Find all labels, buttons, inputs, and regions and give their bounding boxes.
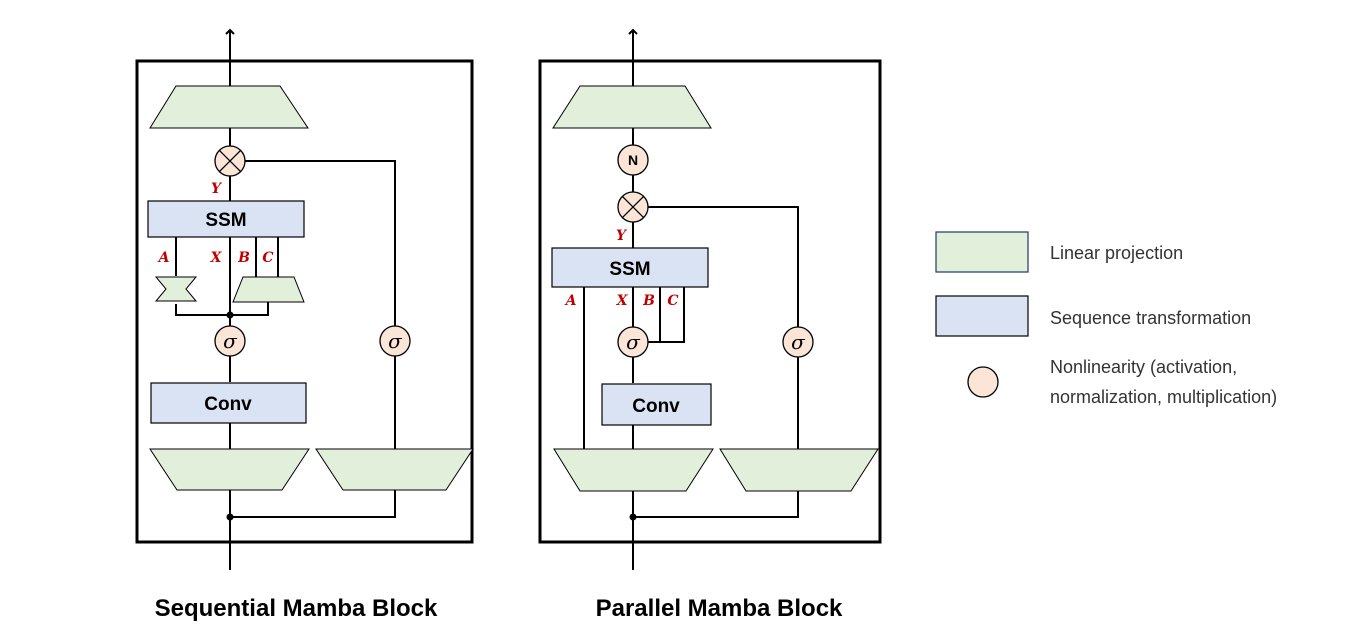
seq-gate-branch-line xyxy=(230,489,396,518)
legend-linear-label: Linear projection xyxy=(1050,243,1183,263)
seq-bc-branch-line xyxy=(230,302,269,316)
legend-sequence-swatch xyxy=(935,295,1029,337)
seq-var-y: Y xyxy=(211,181,223,197)
par-conv-label: Conv xyxy=(632,396,680,417)
seq-conv-label: Conv xyxy=(204,394,252,415)
parallel-block-title: Parallel Mamba Block xyxy=(596,595,843,622)
par-conv-box xyxy=(601,383,712,426)
parallel-block-frame xyxy=(538,59,882,544)
seq-bc-projection xyxy=(232,276,305,303)
sequential-mamba-block: SSM Conv σ σ Y A X B C Sequential Mamba … xyxy=(135,28,474,622)
legend-nonlinearity-label-line1: Nonlinearity (activation, xyxy=(1050,357,1237,377)
seq-output-projection xyxy=(149,85,309,129)
legend-sequence-label: Sequence transformation xyxy=(1050,308,1251,328)
legend-nonlinearity-swatch xyxy=(967,366,999,398)
seq-gate-projection xyxy=(315,448,474,491)
par-norm-label: N xyxy=(628,152,638,168)
par-input-projection xyxy=(553,448,714,492)
par-multiply-cross-b xyxy=(621,195,645,219)
par-sigma-node xyxy=(617,326,649,358)
par-gate-to-multiply-line xyxy=(648,206,799,327)
par-var-b: B xyxy=(642,293,655,309)
seq-var-a: A xyxy=(157,250,170,266)
seq-input-projection xyxy=(149,448,310,491)
seq-var-x: X xyxy=(210,250,223,266)
seq-multiply-cross-b xyxy=(218,149,242,173)
sequential-block-frame xyxy=(135,59,474,544)
par-sigma-label: σ xyxy=(626,330,641,354)
seq-x-junction xyxy=(226,311,234,319)
par-var-y: Y xyxy=(616,228,628,244)
seq-gate-sigma-node xyxy=(379,325,411,357)
par-input-junction xyxy=(629,513,637,521)
seq-ssm-box xyxy=(147,200,305,238)
legend: Linear projection Sequence transformatio… xyxy=(935,231,1277,407)
seq-gate-sigma-label: σ xyxy=(388,329,403,353)
seq-a-projection xyxy=(154,276,198,302)
seq-sigma-label: σ xyxy=(223,329,238,353)
seq-sigma-node xyxy=(214,325,246,357)
sequential-block-title: Sequential Mamba Block xyxy=(155,595,438,622)
par-norm-node xyxy=(617,144,649,176)
legend-linear-swatch xyxy=(935,231,1029,273)
par-gate-branch-line xyxy=(633,491,799,518)
par-output-projection xyxy=(552,85,712,129)
par-gate-projection xyxy=(719,448,879,492)
legend-nonlinearity-label-line2: normalization, multiplication) xyxy=(1050,387,1277,407)
seq-ssm-label: SSM xyxy=(205,210,246,231)
par-ssm-box xyxy=(551,247,709,288)
par-gate-sigma-node xyxy=(782,326,814,358)
par-var-c: C xyxy=(667,293,678,309)
seq-conv-box xyxy=(150,382,307,424)
seq-a-branch-line xyxy=(175,304,230,316)
seq-gate-to-multiply-line xyxy=(245,160,396,326)
par-var-x: X xyxy=(616,293,629,309)
par-gate-sigma-label: σ xyxy=(791,330,806,354)
par-ssm-label: SSM xyxy=(609,259,650,280)
parallel-mamba-block: SSM Conv N σ σ Y A X B C Parallel Mamba … xyxy=(538,28,882,622)
seq-var-c: C xyxy=(262,250,273,266)
seq-var-b: B xyxy=(237,250,250,266)
seq-input-junction xyxy=(226,513,234,521)
par-var-a: A xyxy=(564,293,577,309)
